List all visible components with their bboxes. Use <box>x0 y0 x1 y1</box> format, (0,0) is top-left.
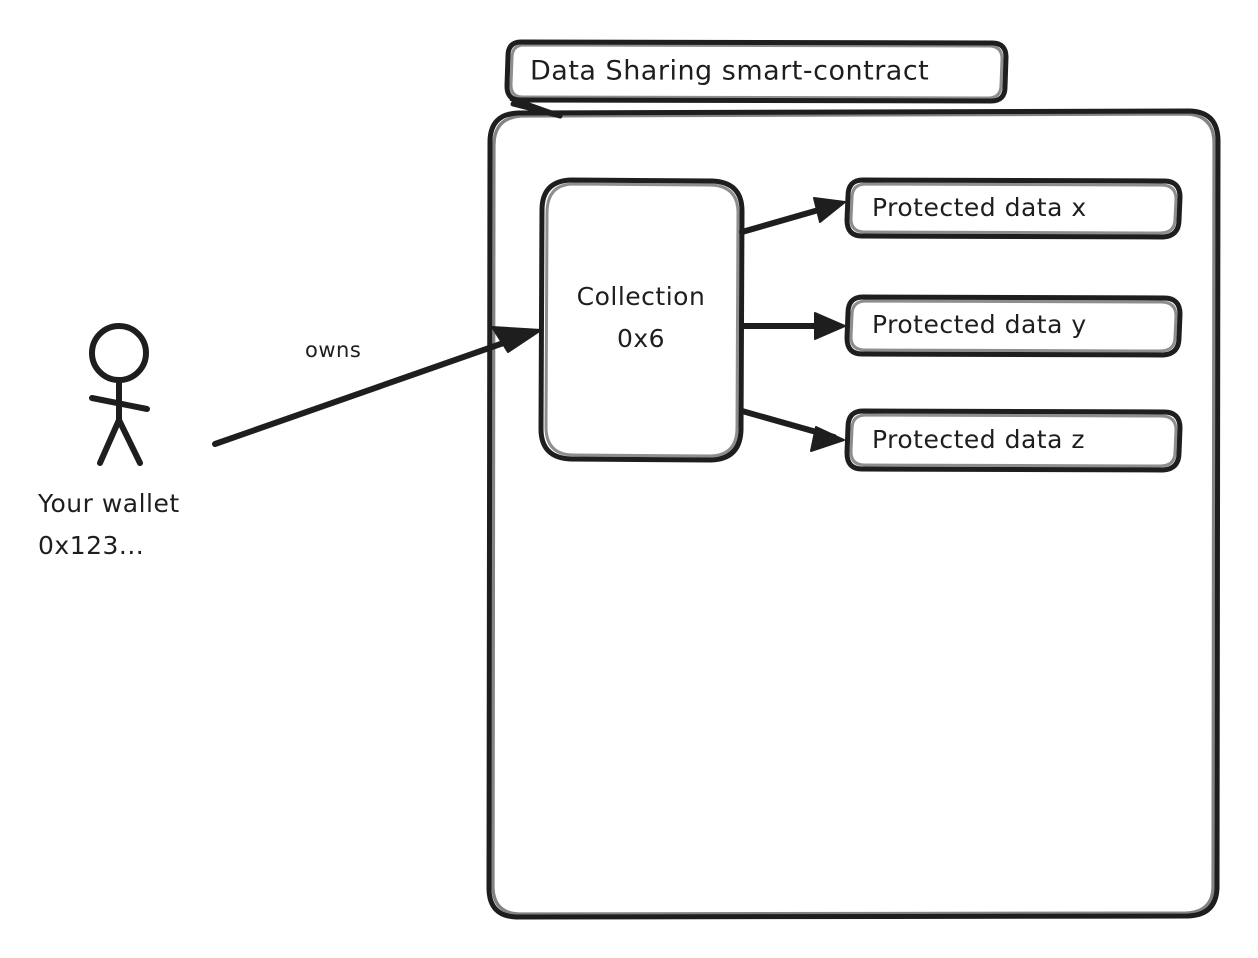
protected-data-z-label: Protected data z <box>872 425 1085 454</box>
smart-contract-title-text: Data Sharing smart-contract <box>530 56 929 87</box>
wallet-label: Your wallet 0x123... <box>37 489 180 560</box>
protected-data-x-label: Protected data x <box>872 193 1087 222</box>
edge-label-owns: owns <box>305 338 361 362</box>
arrow-collection-to-protected-data-z <box>739 408 845 452</box>
protected-data-y-label: Protected data y <box>872 310 1087 339</box>
smart-contract-title-box[interactable]: Data Sharing smart-contract <box>504 39 1009 119</box>
collection-label-line2: 0x6 <box>617 324 665 353</box>
collection-label-line1: Collection <box>577 282 706 311</box>
stick-figure-icon <box>89 323 150 466</box>
protected-data-x-node[interactable]: Protected data x <box>844 177 1183 240</box>
arrow-wallet-owns-collection: owns <box>212 326 542 447</box>
protected-data-z-node[interactable]: Protected data z <box>844 408 1183 473</box>
collection-node[interactable]: Collection 0x6 <box>538 177 745 463</box>
arrow-collection-to-protected-data-x <box>739 197 846 235</box>
wallet-label-line2: 0x123... <box>38 531 144 560</box>
wallet-label-line1: Your wallet <box>37 489 180 518</box>
protected-data-y-node[interactable]: Protected data y <box>844 294 1183 358</box>
arrow-collection-to-protected-data-y <box>739 312 846 340</box>
